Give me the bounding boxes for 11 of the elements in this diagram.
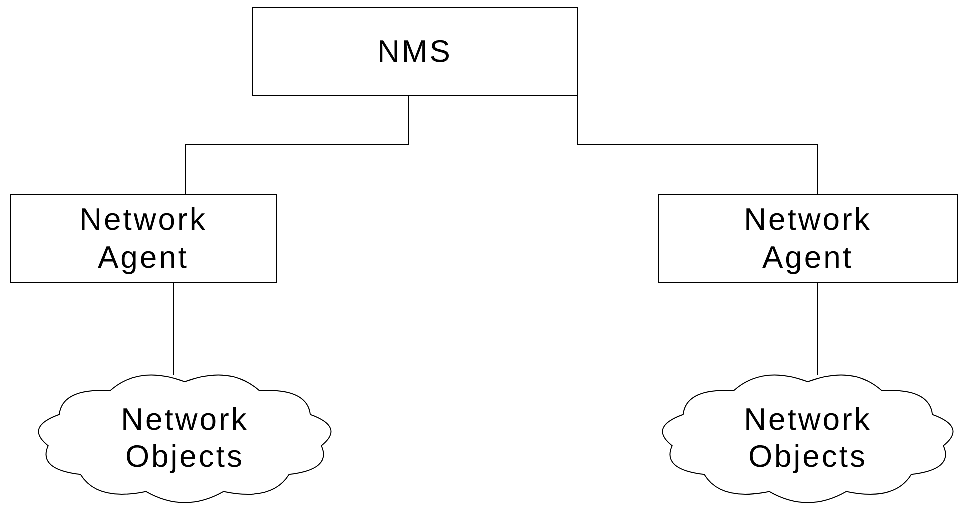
node-label: NMS [378,32,452,70]
process-box [10,194,277,283]
node-label: Network Objects [120,400,250,476]
connector-line [578,96,818,194]
node-label: Network Agent [743,201,873,276]
process-box [252,7,578,96]
connector-line [185,96,410,194]
process-box [658,194,958,283]
node-label: Network Agent [78,201,208,276]
node-label: Network Objects [743,400,873,476]
connector-line [173,282,174,376]
